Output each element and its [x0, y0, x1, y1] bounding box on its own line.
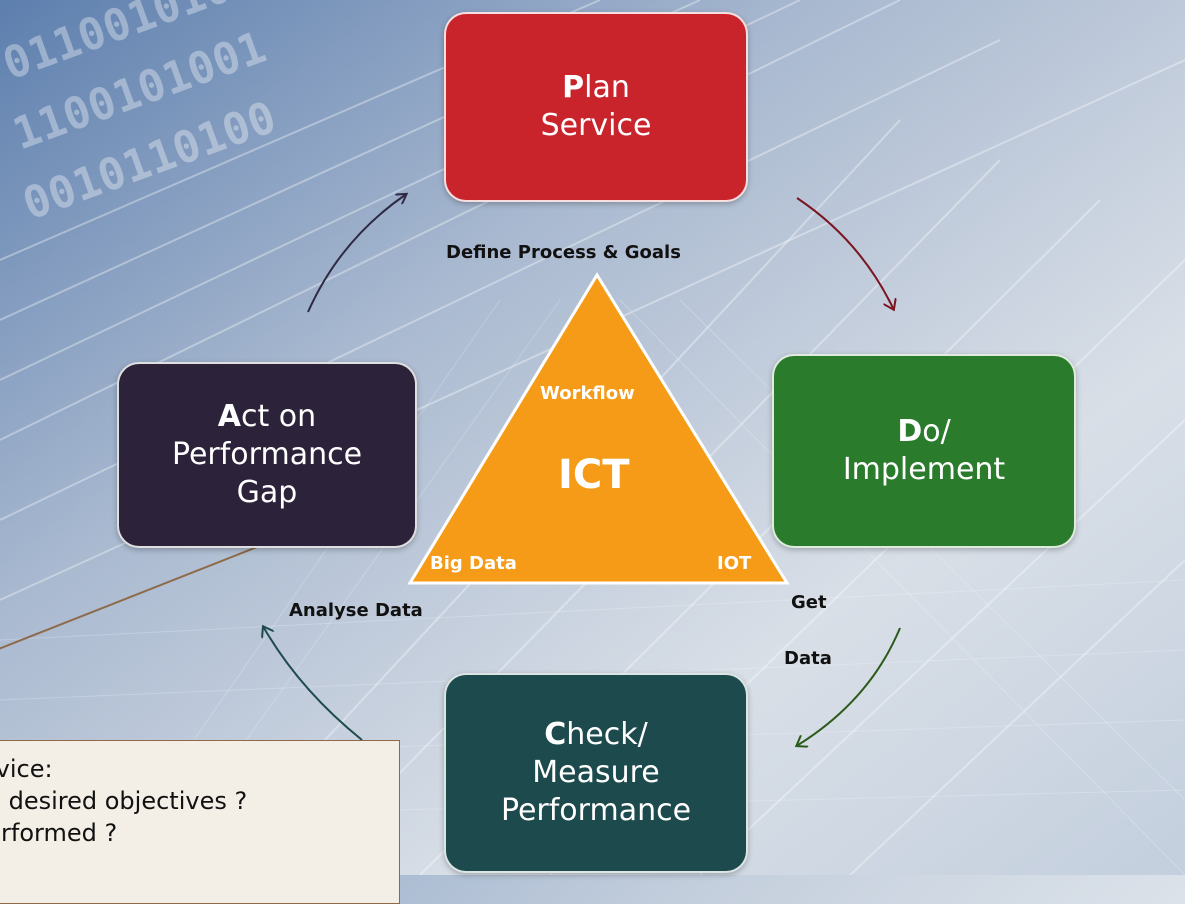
plan-line2: Service — [540, 108, 652, 143]
check-rest: heck/ — [566, 717, 648, 752]
note-line3: performed ? — [0, 819, 118, 847]
check-line3: Performance — [500, 793, 692, 828]
callout-note-box: ervice: he desired objectives ? performe… — [0, 740, 400, 904]
cycle-arrows — [0, 0, 901, 875]
workflow-label: Workflow — [540, 383, 635, 404]
check-measure-performance-box: Check/ Measure Performance — [444, 673, 748, 873]
do-line2: Implement — [842, 452, 1006, 487]
arrow-check-to-analyse — [264, 628, 363, 741]
callout-connector-line — [0, 544, 263, 650]
act-performance-gap-box: Act on Performance Gap — [117, 362, 417, 548]
plan-rest: lan — [584, 70, 630, 105]
act-line2: Performance — [171, 437, 363, 472]
ict-center-label: ICT — [558, 452, 630, 498]
arrow-do-to-check — [798, 627, 901, 745]
act-line3: Gap — [236, 475, 298, 510]
plan-initial: P — [562, 70, 585, 105]
get-label: Get — [791, 592, 827, 613]
act-initial: A — [217, 399, 242, 434]
do-implement-box: Do/ Implement — [772, 354, 1076, 548]
data-label: Data — [784, 648, 832, 669]
arrow-plan-to-do — [796, 197, 893, 308]
analyse-data-label: Analyse Data — [289, 600, 423, 621]
ict-triangle — [410, 275, 787, 583]
note-line2: he desired objectives ? — [0, 787, 248, 815]
define-process-goals-label: Define Process & Goals — [446, 242, 681, 263]
big-data-label: Big Data — [430, 553, 517, 574]
note-line1: ervice: — [0, 755, 53, 783]
check-initial: C — [544, 717, 567, 752]
arrow-act-to-plan — [307, 195, 405, 313]
iot-label: IOT — [717, 553, 752, 574]
check-line2: Measure — [532, 755, 660, 790]
plan-service-box: Plan Service — [444, 12, 748, 202]
do-rest: o/ — [922, 414, 951, 449]
act-rest: ct on — [241, 399, 317, 434]
do-initial: D — [897, 414, 923, 449]
